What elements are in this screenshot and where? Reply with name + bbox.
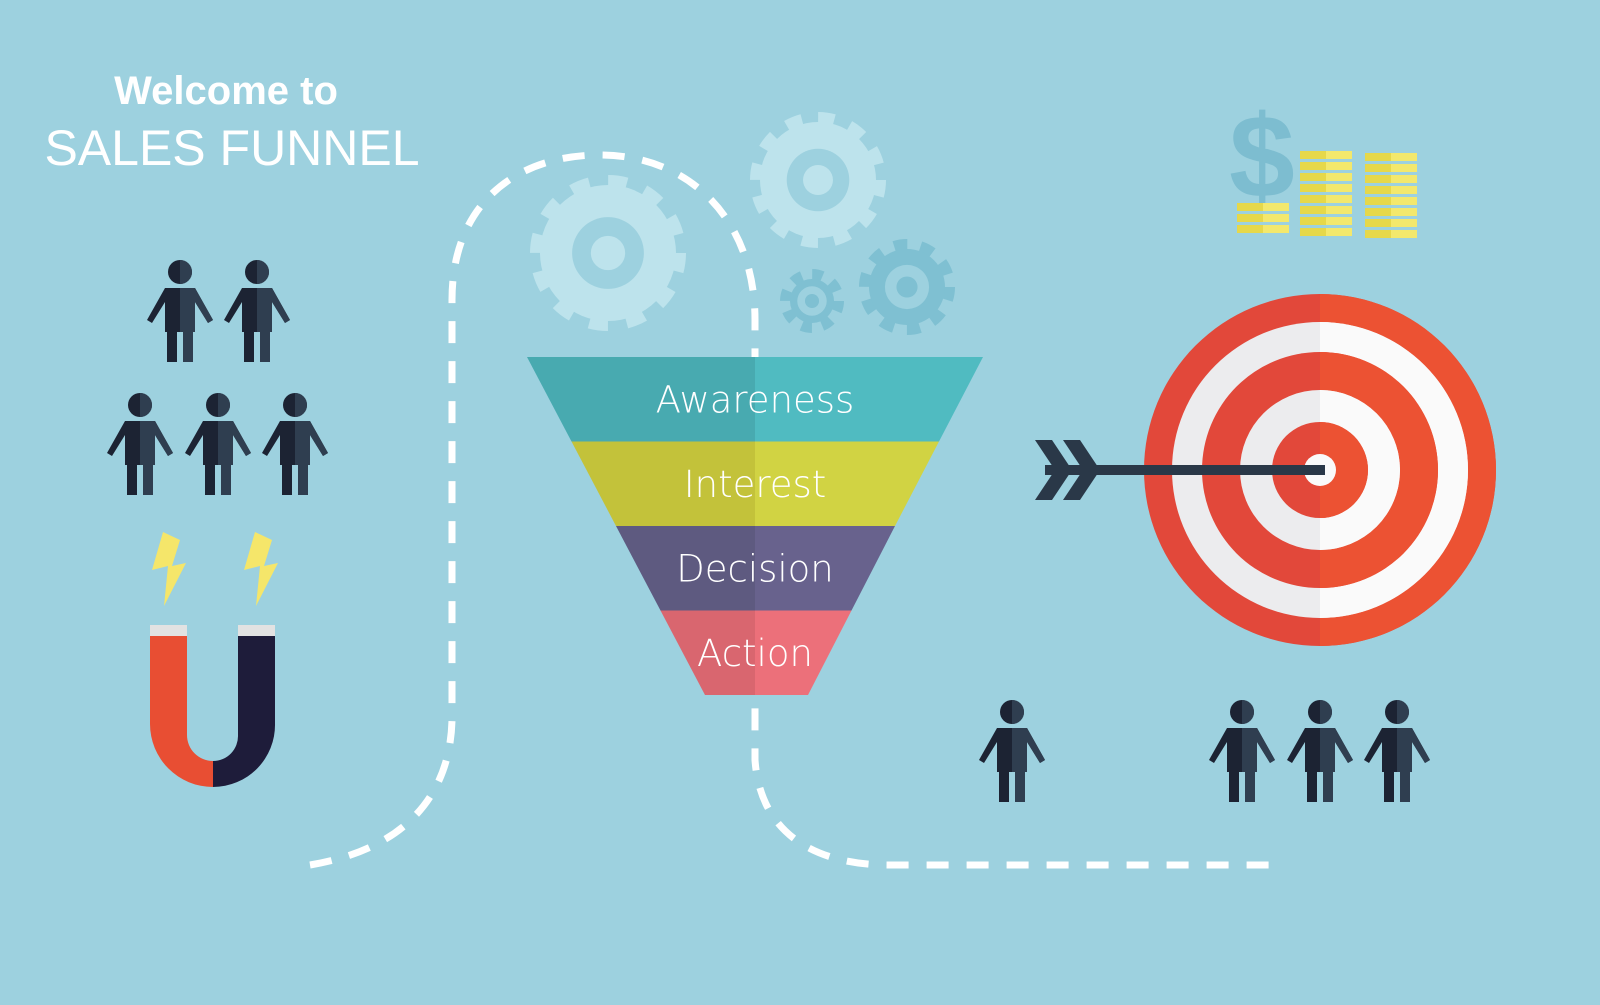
coin-icon — [1300, 217, 1352, 225]
coin-icon — [1300, 206, 1352, 214]
coin-icon — [1300, 151, 1352, 159]
gear-icon — [750, 112, 886, 248]
funnel-stage-label: Awareness — [656, 378, 855, 421]
funnel-stage-awareness: Awareness — [527, 357, 983, 442]
person-icon — [147, 260, 213, 362]
coin-icon — [1365, 164, 1417, 172]
funnel-stage-decision: Decision — [616, 526, 895, 611]
person-icon — [224, 260, 290, 362]
funnel-band-left — [571, 441, 755, 526]
coin-stack — [1300, 151, 1352, 236]
coin-icon — [1237, 225, 1289, 233]
funnel-band-left — [527, 357, 755, 442]
funnel-band-right — [755, 441, 939, 526]
person-icon — [1364, 700, 1430, 802]
person-icon — [1287, 700, 1353, 802]
coin-icon — [1365, 153, 1417, 161]
person-icon — [185, 393, 251, 495]
coin-icon — [1237, 203, 1289, 211]
funnel-stage-interest: Interest — [571, 441, 939, 526]
coin-icon — [1300, 184, 1352, 192]
coin-icon — [1300, 162, 1352, 170]
magnet-icon — [150, 625, 276, 787]
people-group-right — [979, 700, 1430, 802]
people-group-left — [107, 260, 328, 495]
funnel-stage-label: Action — [697, 632, 813, 675]
coin-icon — [1365, 197, 1417, 205]
funnel-band-right — [755, 526, 895, 611]
person-icon — [107, 393, 173, 495]
coin-icon — [1365, 175, 1417, 183]
lightning-icon — [152, 532, 186, 606]
coin-icon — [1237, 214, 1289, 222]
coin-icon — [1365, 186, 1417, 194]
gears-group — [530, 112, 955, 335]
funnel-band-left — [616, 526, 755, 611]
coin-stack — [1365, 153, 1417, 238]
coin-icon — [1300, 173, 1352, 181]
coin-icon — [1300, 195, 1352, 203]
gear-icon — [859, 239, 955, 335]
person-icon — [262, 393, 328, 495]
coin-stack — [1237, 203, 1289, 233]
coin-icon — [1365, 230, 1417, 238]
coin-icon — [1365, 219, 1417, 227]
coin-icon — [1365, 208, 1417, 216]
person-icon — [1209, 700, 1275, 802]
coin-icon — [1300, 228, 1352, 236]
lightning-icon — [244, 532, 278, 606]
person-icon — [979, 700, 1045, 802]
funnel-stage-action: Action — [660, 610, 852, 695]
gear-icon — [780, 269, 844, 333]
funnel-band-right — [755, 357, 983, 442]
funnel-band-right — [755, 610, 852, 695]
arrow-icon — [1035, 440, 1325, 500]
funnel-band-left — [660, 610, 755, 695]
page-title: SALES FUNNEL — [44, 120, 419, 176]
welcome-text: Welcome to — [114, 69, 338, 113]
dollar-icon: $ — [1229, 91, 1295, 223]
funnel-stage-label: Decision — [676, 547, 834, 590]
gear-icon — [530, 175, 686, 331]
funnel-stage-label: Interest — [684, 463, 827, 506]
dashed-journey-path — [309, 151, 1270, 869]
